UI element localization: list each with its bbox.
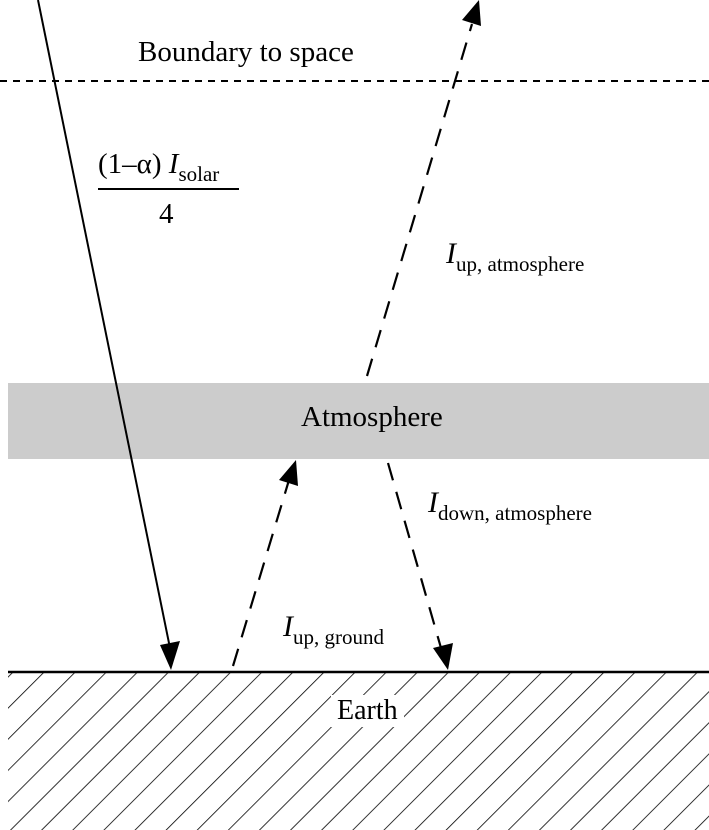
down-atmosphere-subscript: down, atmosphere xyxy=(438,501,592,525)
down-atmosphere-arrow xyxy=(386,462,453,670)
solar-subscript: solar xyxy=(178,162,220,186)
up-ground-subscript: up, ground xyxy=(293,625,384,649)
up-ground-label: Iup, ground xyxy=(283,610,384,648)
down-atmosphere-symbol: I xyxy=(428,486,438,519)
up-atmosphere-subscript: up, atmosphere xyxy=(456,252,585,276)
up-atmosphere-label: Iup, atmosphere xyxy=(446,237,584,275)
up-ground-arrow xyxy=(231,460,298,667)
atmosphere-band xyxy=(8,383,709,459)
earth-label: Earth xyxy=(331,695,404,727)
atmosphere-label: Atmosphere xyxy=(301,401,443,433)
up-atmosphere-arrow xyxy=(365,0,481,377)
boundary-label: Boundary to space xyxy=(138,36,354,68)
down-atmosphere-label: Idown, atmosphere xyxy=(428,486,592,524)
up-atmosphere-symbol: I xyxy=(446,237,456,270)
up-ground-symbol: I xyxy=(283,610,293,643)
solar-flux-numerator: (1–α) Isolar xyxy=(98,148,219,185)
solar-arrow xyxy=(37,0,180,670)
solar-prefix: (1–α) xyxy=(98,148,169,180)
solar-symbol: I xyxy=(168,148,179,180)
solar-flux-denominator: 4 xyxy=(159,198,174,230)
